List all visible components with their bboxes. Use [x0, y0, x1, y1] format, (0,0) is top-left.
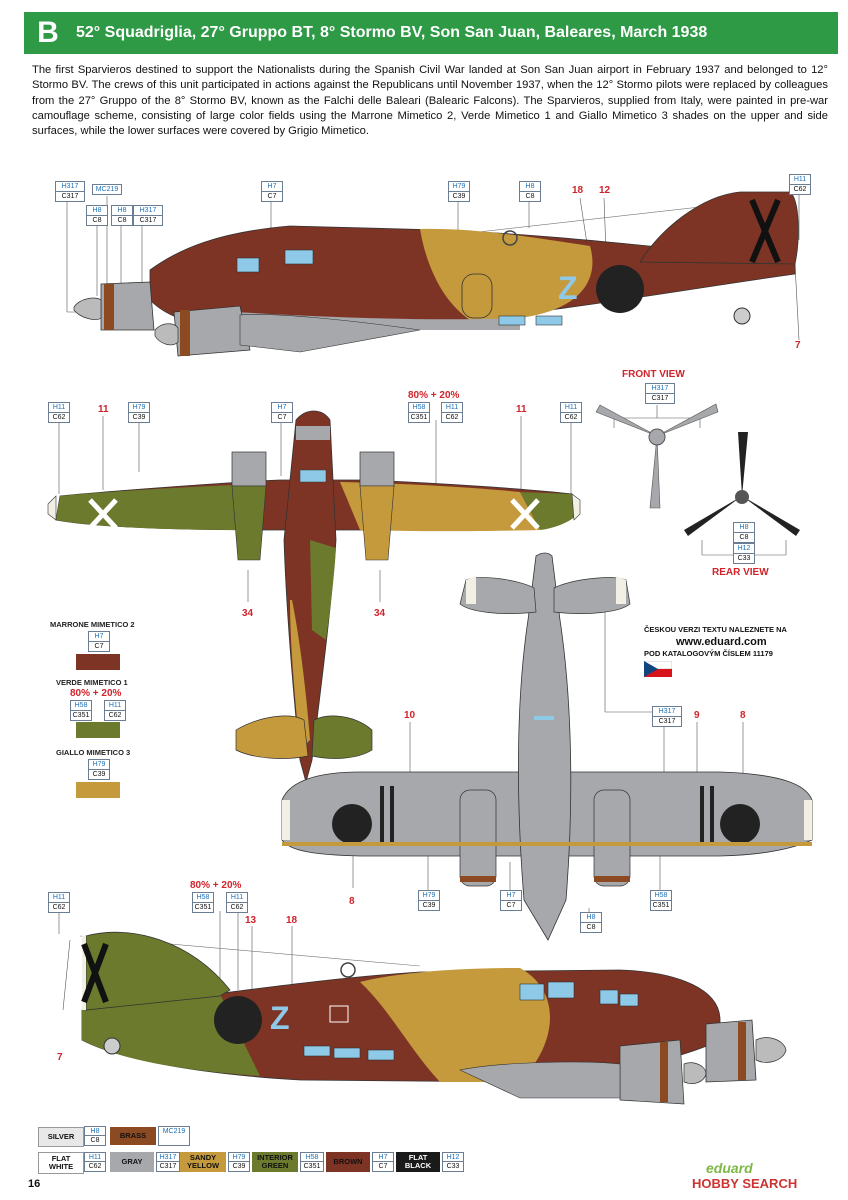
czech-note-line1: ČESKOU VERZI TEXTU NALEZNETE NA — [644, 625, 787, 634]
callout-number: 10 — [404, 710, 416, 721]
mix-label: 80% + 20% — [70, 688, 122, 699]
mix-label: 80% + 20% — [190, 880, 242, 891]
page-number: 16 — [28, 1178, 41, 1190]
callout-number: 12 — [599, 185, 611, 196]
brand-logo: eduard — [706, 1160, 753, 1176]
swatch-green — [76, 722, 120, 738]
legend-gray: GRAY — [110, 1152, 154, 1172]
top-view — [47, 410, 581, 784]
callout-number: 8 — [740, 710, 746, 721]
callout-number: 11 — [516, 404, 527, 415]
czech-note-link[interactable]: www.eduard.com — [676, 636, 767, 648]
callout-number: 9 — [694, 710, 700, 721]
bottom-view — [281, 552, 813, 941]
swatch-name: VERDE MIMETICO 1 — [56, 678, 128, 687]
page-title: 52° Squadriglia, 27° Gruppo BT, 8° Storm… — [76, 24, 708, 41]
header-bar: B 52° Squadriglia, 27° Gruppo BT, 8° Sto… — [24, 12, 838, 54]
side-profile-right — [73, 191, 799, 357]
callout-number: 7 — [57, 1052, 63, 1063]
front-view-label: FRONT VIEW — [622, 369, 685, 380]
code-tag: MC219 — [92, 184, 122, 195]
z-marking-top: Z — [558, 270, 578, 306]
rear-view-label: REAR VIEW — [712, 567, 769, 578]
side-profile-left — [79, 931, 787, 1105]
callout-number: 34 — [374, 608, 386, 619]
legend-brass: BRASS — [110, 1127, 156, 1145]
swatch-name: MARRONE MIMETICO 2 — [50, 620, 135, 629]
mix-label: 80% + 20% — [408, 390, 460, 401]
callout-number: 7 — [795, 340, 801, 351]
legend-brown: BROWN — [326, 1152, 370, 1172]
swatch-brown — [76, 654, 120, 670]
czech-note-line3: POD KATALOGOVÝM ČÍSLEM 11179 — [644, 649, 773, 658]
callout-number: 34 — [242, 608, 254, 619]
front-propeller — [595, 403, 719, 509]
watermark: HOBBY SEARCH — [692, 1176, 798, 1191]
callout-number: 18 — [572, 185, 584, 196]
swatch-name: GIALLO MIMETICO 3 — [56, 748, 131, 757]
callout-number: 8 — [349, 896, 355, 907]
callout-number: 18 — [286, 915, 298, 926]
callout-number: 13 — [245, 915, 257, 926]
rear-propeller — [684, 432, 800, 536]
swatch-sand — [76, 782, 120, 798]
callout-number: 11 — [98, 404, 109, 415]
czech-flag-icon — [644, 661, 672, 677]
code-tag: MC219 — [158, 1126, 190, 1146]
z-marking-bottom: Z — [270, 1000, 290, 1036]
intro-paragraph: The first Sparvieros destined to support… — [32, 64, 828, 138]
profile-letter: B — [37, 16, 59, 49]
legend-silver: SILVER — [38, 1127, 84, 1147]
